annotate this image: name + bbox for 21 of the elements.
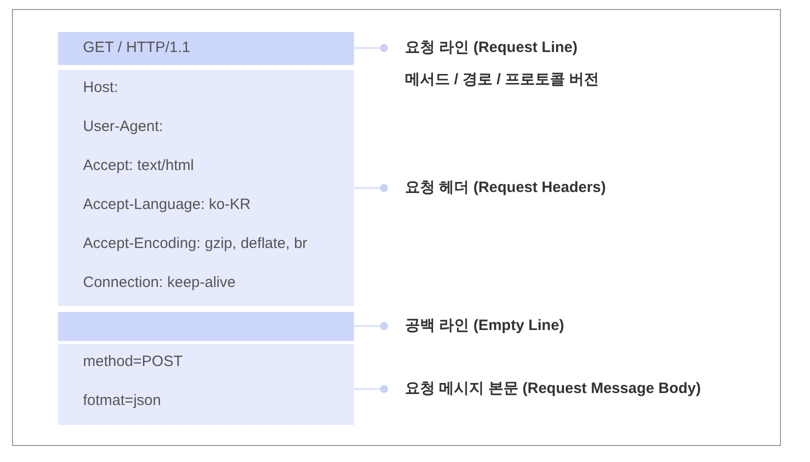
- field-text: Accept-Encoding: gzip, deflate, br: [83, 234, 308, 254]
- leader-line: [354, 385, 388, 393]
- section-label: 요청 헤더 (Request Headers): [405, 178, 606, 198]
- field-text: User-Agent:: [83, 117, 164, 137]
- section-label: 요청 메시지 본문 (Request Message Body): [405, 379, 701, 399]
- field-text: Accept-Language: ko-KR: [83, 195, 251, 215]
- body-box: [58, 344, 354, 425]
- section-label: 요청 라인 (Request Line): [405, 38, 578, 58]
- field-text: Host:: [83, 78, 118, 98]
- leader-line: [354, 184, 388, 192]
- field-text: fotmat=json: [83, 391, 161, 411]
- leader-line: [354, 322, 388, 330]
- section-description: 메서드 / 경로 / 프로토콜 버전: [405, 70, 600, 90]
- leader-line: [354, 44, 388, 52]
- section-label: 공백 라인 (Empty Line): [405, 316, 564, 336]
- field-text: Connection: keep-alive: [83, 273, 236, 293]
- empty-line-bar: [58, 312, 354, 341]
- field-text: Accept: text/html: [83, 156, 194, 176]
- header-box: [58, 70, 354, 306]
- field-text: method=POST: [83, 352, 183, 372]
- request-line-text: GET / HTTP/1.1: [83, 38, 190, 58]
